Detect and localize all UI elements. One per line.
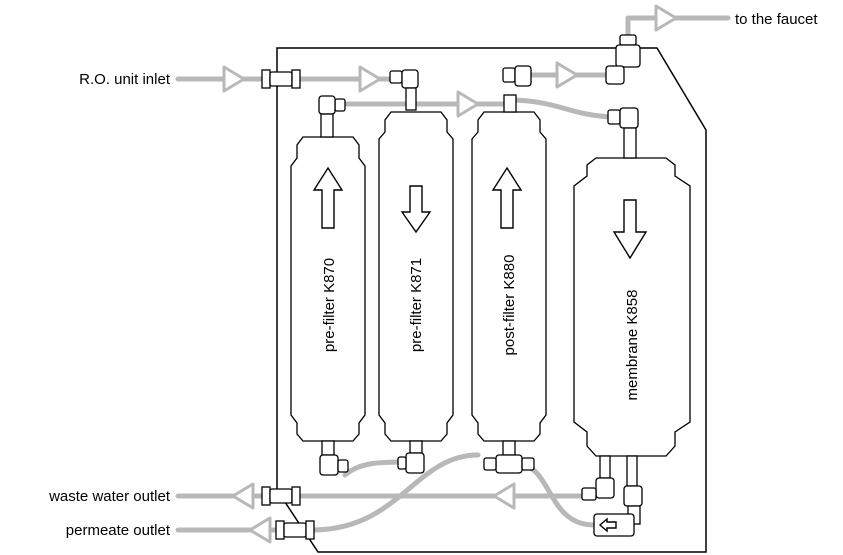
faucet-connector <box>605 34 641 85</box>
cartridge-label-k870: pre-filter K870 <box>321 258 338 352</box>
flow-arrows <box>222 4 678 544</box>
flow-restrictor <box>593 513 635 537</box>
pipe-faucet <box>625 15 731 47</box>
elbow-fitting <box>607 107 639 159</box>
elbow-fitting <box>502 65 532 113</box>
arrow-up-icon <box>312 166 344 229</box>
waste-outlet-connector <box>261 486 301 506</box>
cartridge-body <box>471 111 547 442</box>
arrow-left-icon <box>598 517 617 533</box>
pipe-permeate-return <box>309 452 481 533</box>
flow-arrow-top-2 <box>456 90 480 118</box>
elbow-fitting <box>318 95 346 138</box>
permeate-outlet-connector <box>275 520 315 540</box>
cartridge-membrane-k858 <box>573 157 691 457</box>
flow-arrow-waste <box>231 482 255 510</box>
flow-arrow-top-3 <box>555 61 579 89</box>
inlet-connector <box>261 69 301 89</box>
cartridge-post-filter-k880 <box>471 111 547 442</box>
flow-arrow-permeate <box>248 516 272 544</box>
flow-arrow-waste-return <box>492 482 516 510</box>
elbow-fitting <box>319 440 349 476</box>
cartridge-body <box>290 136 366 442</box>
cartridge-label-k871: pre-filter K871 <box>408 258 425 352</box>
cartridge-label-k858: membrane K858 <box>624 290 641 401</box>
arrow-down-icon <box>400 185 432 234</box>
inlet-label: R.O. unit inlet <box>79 71 171 88</box>
tee-fitting <box>483 440 535 474</box>
flow-arrow-inlet <box>222 65 246 93</box>
fittings <box>261 34 643 540</box>
elbow-fitting <box>581 455 615 501</box>
arrow-down-icon <box>612 199 648 260</box>
waste-outlet-label: waste water outlet <box>48 488 171 505</box>
pipe-to-membrane <box>512 97 615 120</box>
elbow-fitting <box>389 69 419 111</box>
membrane-body <box>573 157 691 457</box>
faucet-label: to the faucet <box>735 11 818 28</box>
permeate-outlet-label: permeate outlet <box>66 522 171 539</box>
cartridge-pre-filter-k871 <box>378 111 454 442</box>
flow-arrow-faucet <box>654 4 678 32</box>
cartridge-pre-filter-k870 <box>290 136 366 442</box>
cartridge-label-k880: post-filter K880 <box>501 255 518 356</box>
flow-arrow-top-1 <box>358 65 382 93</box>
cartridge-body <box>378 111 454 442</box>
arrow-up-icon <box>491 166 523 229</box>
elbow-fitting <box>397 440 425 474</box>
